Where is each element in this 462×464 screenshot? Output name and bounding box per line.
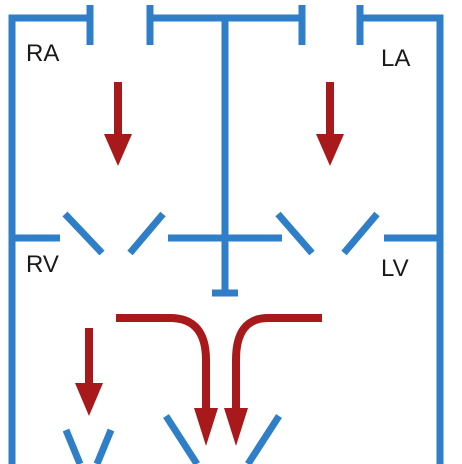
flow-arrow-head-right bbox=[224, 408, 248, 446]
flow-arrow-curve-right bbox=[232, 314, 322, 410]
mitral-valve-leaflet-right bbox=[341, 211, 380, 256]
flow-arrow-head-left bbox=[194, 408, 218, 446]
label-la: LA bbox=[381, 45, 411, 72]
converging-flow-arrows bbox=[116, 314, 322, 410]
flow-arrow-ra-to-rv bbox=[104, 82, 132, 166]
heart-walls bbox=[8, 5, 444, 464]
mitral-valve-leaflet-left bbox=[275, 211, 315, 256]
flow-arrow-curve-left bbox=[116, 314, 210, 410]
pulmonic-valve-leaflet-left bbox=[62, 428, 84, 464]
label-ra: RA bbox=[26, 40, 60, 67]
right-outer-wall bbox=[360, 14, 444, 464]
left-outer-wall bbox=[8, 14, 90, 464]
tricuspid-valve-leaflet-left bbox=[62, 211, 105, 256]
label-rv: RV bbox=[26, 251, 59, 278]
aortic-valve-leaflet-right bbox=[245, 414, 282, 464]
label-lv: LV bbox=[381, 255, 409, 282]
flow-arrow-la-to-lv bbox=[316, 82, 344, 166]
tricuspid-valve-leaflet-right bbox=[127, 211, 166, 256]
flow-arrows bbox=[75, 82, 344, 416]
pulmonic-valve-leaflet-right bbox=[93, 428, 115, 464]
flow-arrow-rv-outflow bbox=[75, 328, 103, 416]
aortic-valve-leaflet-left bbox=[163, 414, 200, 464]
